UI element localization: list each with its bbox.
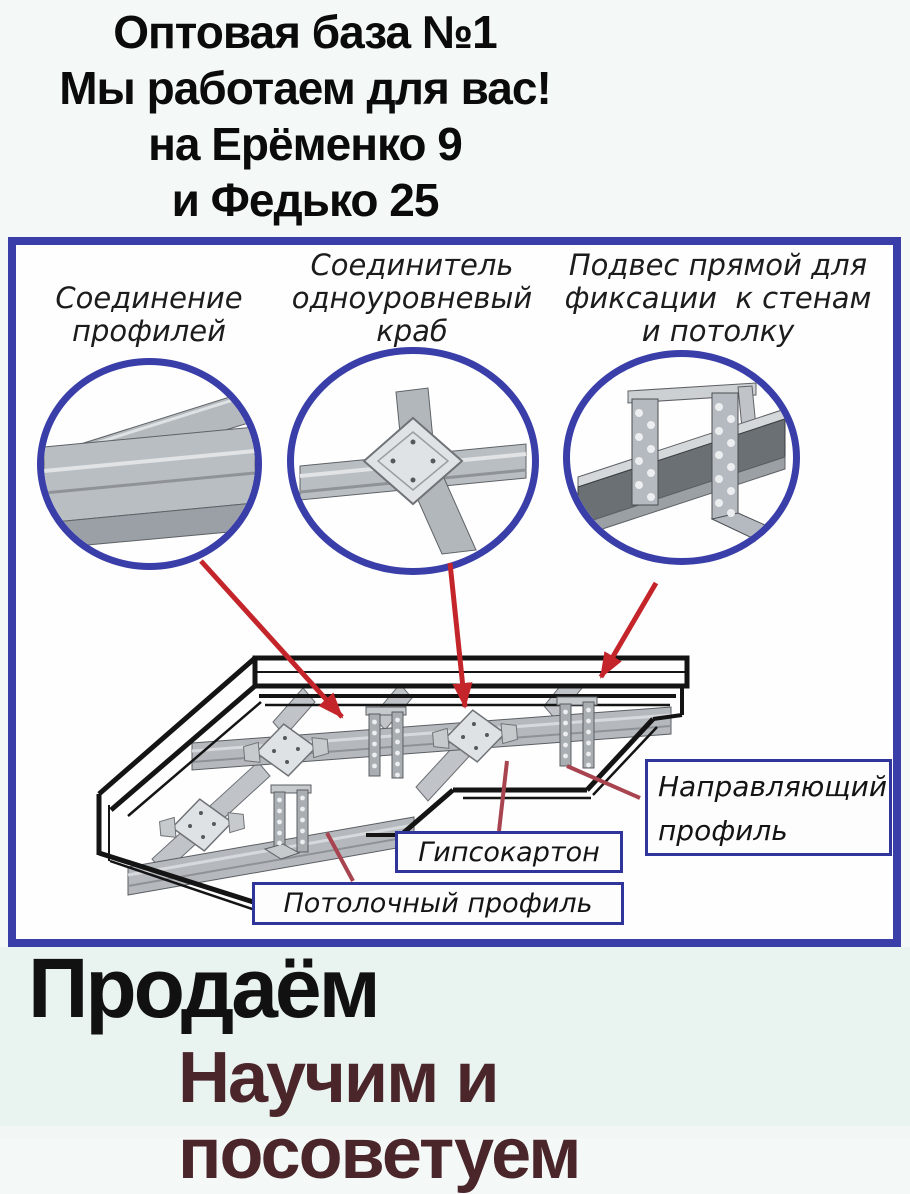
profile-connection-photo-icon: [44, 388, 255, 550]
diagram-panel-inner: Соединение профилей Соединитель одноуров…: [16, 245, 893, 939]
arrow-hanger: [598, 581, 659, 679]
circle-profile-connection: [37, 358, 262, 570]
top-background: [0, 0, 910, 237]
footer-teach-text: Научим и посоветуем: [178, 1038, 581, 1194]
part-label-hanger: Подвес прямой для фиксации к стенам и по…: [553, 249, 883, 348]
part-label-crab: Соединитель одноуровневый краб: [280, 249, 544, 348]
callout-guide-profile: Направляющий профиль: [645, 759, 892, 856]
circle-crab-connector: [287, 347, 539, 575]
part-label-connection-line1: Соединение: [55, 281, 243, 315]
circle-direct-hanger: [563, 350, 800, 565]
header-line-address-2: и Федько 25: [171, 174, 440, 226]
footer-sell-text: Продаём: [28, 941, 381, 1035]
part-label-crab-line2: одноуровневый: [291, 281, 533, 315]
header-line-address-1: на Ерёменко 9: [148, 118, 463, 170]
header-block: Оптовая база №1 Мы работаем для вас! на …: [0, 4, 610, 228]
crab-connectors: [159, 709, 518, 852]
ceiling-frame-drawing: [96, 559, 690, 921]
crab-connector-photo-icon: [299, 387, 527, 555]
arrow-connection: [199, 559, 344, 719]
part-label-crab-line3: краб: [376, 314, 448, 348]
part-label-hanger-line1: Подвес прямой для: [568, 248, 868, 282]
part-label-connection-line2: профилей: [72, 314, 226, 348]
ceiling-frame-outline: [96, 655, 690, 921]
red-arrows: [199, 559, 659, 719]
callout-ceiling-profile-text: Потолочный профиль: [283, 888, 593, 919]
header-line-slogan: Мы работаем для вас!: [59, 62, 552, 114]
callout-guide-profile-line1: Направляющий: [658, 770, 888, 803]
pointer-guide-profile: [566, 764, 641, 800]
direct-hangers: [263, 696, 598, 860]
callout-drywall-text: Гипсокартон: [418, 836, 600, 868]
header-line-shop-name: Оптовая база №1: [113, 6, 498, 58]
callout-guide-profile-line2: профиль: [658, 814, 788, 847]
arrow-crab: [447, 562, 473, 709]
part-label-hanger-line2: фиксации к стенам: [564, 281, 872, 315]
part-label-hanger-line3: и потолку: [641, 314, 795, 348]
callout-pointer-lines: [325, 760, 641, 882]
callout-drywall: Гипсокартон: [395, 831, 623, 873]
part-label-connection: Соединение профилей: [21, 282, 277, 348]
bottom-edge-strip: [0, 1126, 910, 1138]
bottom-background: [0, 947, 910, 1138]
pointer-ceiling-profile: [325, 832, 355, 882]
callout-ceiling-profile: Потолочный профиль: [252, 882, 624, 925]
pointer-drywall: [497, 760, 509, 832]
diagram-panel: Соединение профилей Соединитель одноуров…: [8, 237, 901, 947]
part-label-crab-line1: Соединитель: [310, 248, 514, 282]
